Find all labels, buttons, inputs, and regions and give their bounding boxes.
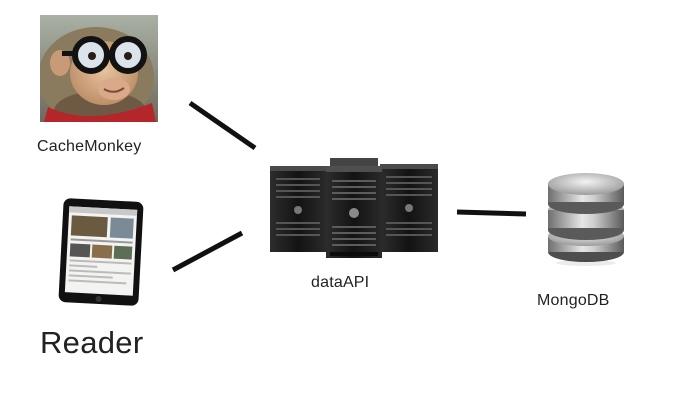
connector-api-to-db	[456, 209, 527, 217]
data-api-label: dataAPI	[311, 274, 370, 291]
server-stack-icon	[268, 156, 442, 260]
mongodb-label: MongoDB	[537, 292, 610, 309]
connector-cache-to-api	[188, 100, 257, 151]
monkey-photo	[40, 15, 158, 122]
database-icon	[545, 170, 631, 266]
connector-reader-to-api	[171, 230, 244, 273]
tablet-icon	[55, 196, 147, 308]
cache-monkey-label: CacheMonkey	[37, 138, 142, 155]
reader-label: Reader	[40, 325, 144, 360]
